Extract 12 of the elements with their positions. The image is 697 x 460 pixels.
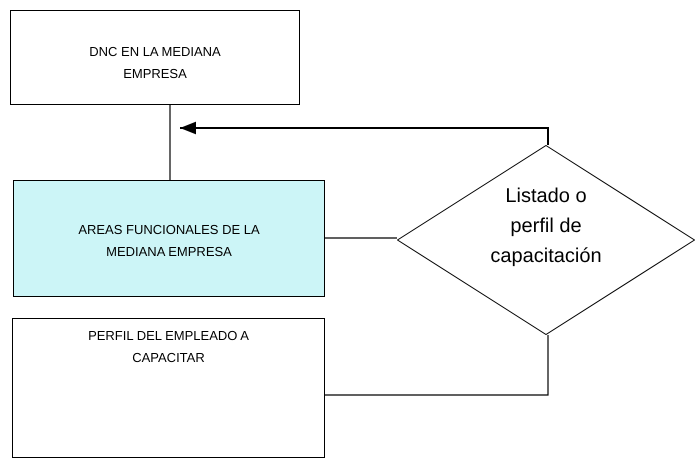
connector-line bbox=[169, 105, 171, 180]
decision-label: Listado o perfil de capacitación bbox=[489, 184, 603, 269]
arrow bbox=[180, 122, 549, 145]
box-label: AREAS FUNCIONALES DE LA MEDIANA EMPRESA bbox=[77, 221, 261, 261]
decision-diamond bbox=[397, 145, 695, 335]
box-label: PERFIL DEL EMPLEADO A CAPACITAR bbox=[87, 327, 250, 367]
connector-line bbox=[325, 237, 397, 239]
process-box bbox=[10, 10, 300, 105]
connector-line bbox=[325, 335, 549, 396]
process-box bbox=[12, 318, 325, 458]
process-box bbox=[13, 180, 325, 297]
box-label: DNC EN LA MEDIANA EMPRESA bbox=[88, 43, 222, 83]
